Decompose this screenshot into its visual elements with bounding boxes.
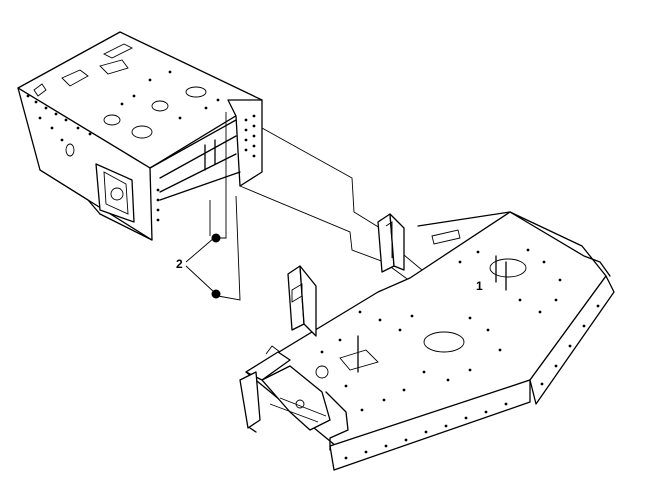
upper-frame-rivets [26, 70, 256, 222]
upper-frame-assembly [17, 31, 263, 241]
mower-deck-assembly [239, 211, 615, 471]
callout-label-2: 2 [176, 257, 183, 271]
spindle-hole-right [489, 258, 527, 278]
nut-fasteners [211, 233, 221, 299]
deck-rivets [320, 248, 600, 460]
spindle-hole-center [423, 331, 465, 353]
callout-label-1: 1 [476, 279, 483, 293]
